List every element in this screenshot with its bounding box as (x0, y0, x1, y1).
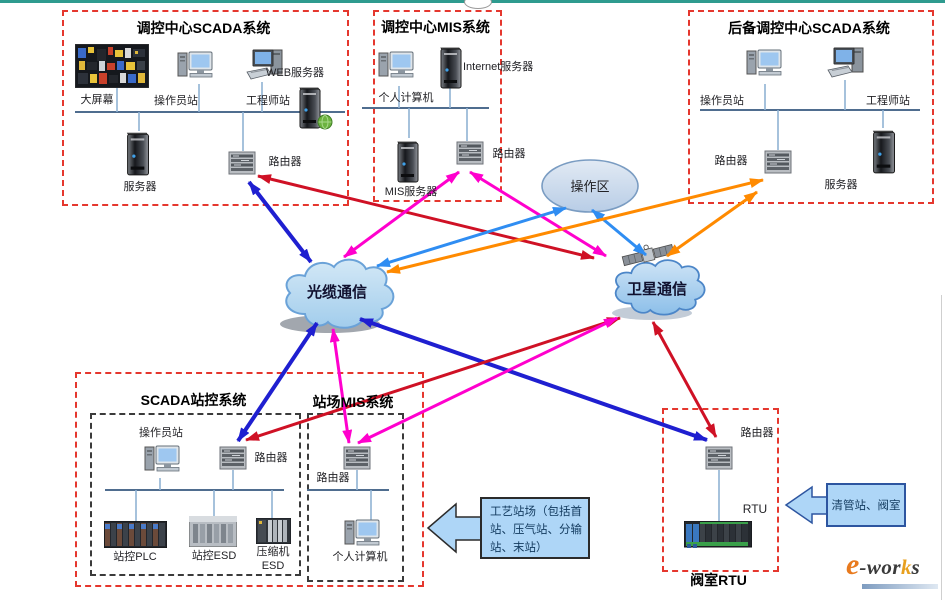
optical-cloud-label: 光缆通信 (306, 284, 367, 301)
pigging-block-arrow (784, 485, 828, 525)
link-optical-valvertu (359, 317, 708, 442)
web-server-icon (296, 84, 336, 137)
device-drop-lines (116, 80, 884, 521)
station-esd-icon (188, 515, 238, 552)
link-satellite-stationmis (357, 316, 618, 445)
cc-server-icon (122, 129, 152, 182)
valve-router-icon (705, 446, 733, 475)
link-optical-stationscada (236, 321, 319, 443)
operation-area-label: 操作区 (570, 179, 610, 194)
pigging-callout: 清管站、阀室 (826, 483, 906, 527)
box-valve-room-rtu (662, 408, 779, 572)
page-edge-line (941, 295, 942, 600)
station-operator-icon (144, 444, 180, 483)
link-ccscada-optical (247, 180, 313, 264)
box-station-scada-inner (90, 413, 301, 576)
eworks-logo-k: k (901, 555, 912, 579)
box-control-center-scada (62, 10, 349, 206)
backup-operator-label: 操作员站 (700, 95, 744, 107)
mis-server-label: MIS服务器 (384, 186, 438, 198)
station-operator-label: 操作员站 (139, 427, 183, 439)
link-satellite-backup (666, 190, 758, 258)
internet-server-icon (437, 44, 463, 95)
eworks-logo: e-works (846, 548, 942, 592)
eworks-logo-wor: -wor (859, 555, 902, 579)
backup-server-icon (868, 127, 898, 180)
stationmis-router-icon (343, 446, 371, 475)
backup-operator-icon (746, 48, 782, 87)
link-satellite-valvertu (651, 321, 718, 438)
backup-engineer-label: 工程师站 (866, 95, 910, 107)
backup-router-label: 路由器 (714, 155, 748, 167)
process-station-callout: 工艺站场（包括首站、压气站、分输站、末站） (480, 497, 590, 559)
rtu-rack-icon (683, 520, 753, 556)
backup-server-label: 服务器 (824, 179, 858, 191)
stationmis-router-label: 路由器 (316, 472, 350, 484)
station-mis-title: 站场MIS系统 (312, 394, 394, 410)
mis-pc-icon (378, 50, 414, 89)
backup-scada-title: 后备调控中心SCADA系统 (728, 20, 890, 36)
process-station-block-arrow (426, 502, 482, 554)
station-scada-title: SCADA站控系统 (140, 392, 247, 408)
valve-router-label: 路由器 (740, 427, 774, 439)
cc-router-icon (228, 151, 256, 180)
operator-station-label: 操作员站 (154, 95, 198, 107)
compressor-esd-icon (255, 517, 292, 549)
valve-room-caption: 阀室RTU (690, 572, 747, 588)
station-router-label: 路由器 (254, 452, 288, 464)
mis-router-icon (456, 141, 484, 170)
big-screen-label: 大屏幕 (80, 94, 114, 106)
mis-pc-label: 个人计算机 (378, 92, 434, 104)
video-wall-icon (74, 43, 150, 93)
cc-server-label: 服务器 (123, 181, 157, 193)
compressor-esd-label: 压缩机 ESD (256, 546, 290, 572)
mis-router-label: 路由器 (492, 148, 526, 160)
internet-server-label: Internet服务器 (463, 61, 534, 73)
eworks-logo-bar (862, 584, 938, 589)
station-plc-label: 站控PLC (113, 551, 157, 563)
mis-server-icon (394, 138, 420, 189)
cc-router-label: 路由器 (268, 156, 302, 168)
satellite-cloud-label: 卫星通信 (626, 281, 687, 298)
eworks-logo-s: s (911, 555, 920, 579)
web-server-label: WEB服务器 (266, 67, 325, 79)
station-plc-icon (103, 520, 168, 553)
rtu-label: RTU (742, 502, 768, 516)
eworks-logo-e: e (846, 548, 860, 581)
station-router-icon (219, 446, 247, 475)
stationmis-pc-label: 个人计算机 (332, 551, 388, 563)
link-operation-optical (376, 206, 567, 268)
link-optical-stationmis (329, 328, 353, 444)
cc-mis-title: 调控中心MIS系统 (381, 19, 490, 35)
station-esd-label: 站控ESD (191, 550, 237, 562)
lan-bus-lines (75, 107, 920, 491)
cc-scada-title: 调控中心SCADA系统 (136, 20, 271, 36)
link-satellite-stationscada (245, 316, 621, 442)
engineer-station-label: 工程师站 (246, 95, 290, 107)
backup-router-icon (764, 150, 792, 179)
box-backup-center-scada (688, 10, 934, 204)
backup-engineer-icon (826, 46, 866, 85)
operator-station-icon (177, 50, 213, 89)
